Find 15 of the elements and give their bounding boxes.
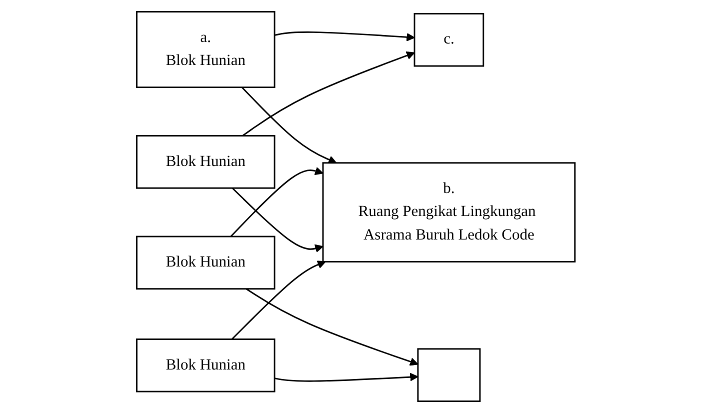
node-box bbox=[416, 348, 480, 402]
node-box: Blok Hunian bbox=[136, 236, 275, 290]
node-box: c. bbox=[413, 12, 484, 67]
arrow bbox=[230, 166, 324, 238]
arrow bbox=[232, 188, 324, 253]
node-box: b. Ruang Pengikat Lingkungan Asrama Buruh Ledok Code bbox=[322, 162, 576, 262]
arrow bbox=[241, 86, 336, 164]
node-box: Blok Hunian bbox=[136, 338, 275, 392]
arrow bbox=[274, 31, 415, 42]
arrow bbox=[245, 288, 418, 366]
arrow bbox=[274, 372, 418, 382]
node-box: a. Blok Hunian bbox=[136, 11, 275, 88]
arrow bbox=[231, 260, 326, 340]
node-box: Blok Hunian bbox=[136, 135, 275, 189]
arrow bbox=[242, 51, 415, 136]
